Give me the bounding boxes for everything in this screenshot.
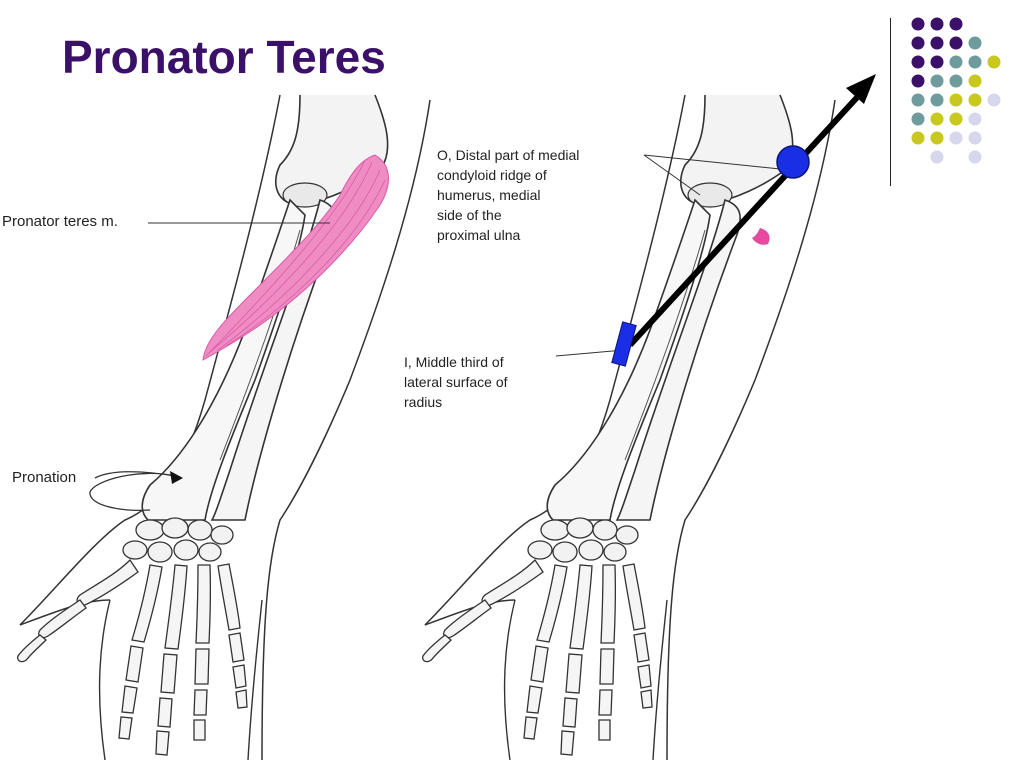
curved-arrow-icon (89, 471, 183, 511)
decorative-dot (987, 93, 1001, 107)
pronation-label: Pronation (12, 469, 77, 486)
decorative-dot (968, 74, 982, 88)
pronator-teres-muscle (202, 154, 389, 361)
decorative-dot (930, 17, 944, 31)
insertion-marker (611, 321, 637, 367)
slide-title: Pronator Teres (62, 31, 386, 83)
decorative-dot (968, 150, 982, 164)
decorative-dot (911, 17, 925, 31)
decorative-dot (987, 55, 1001, 69)
decorative-dot (930, 131, 944, 145)
decorative-dot (968, 131, 982, 145)
muscle-attachment-mark (752, 228, 770, 245)
decorative-dot (968, 36, 982, 50)
decorative-dot (911, 55, 925, 69)
decorative-dot (949, 55, 963, 69)
decorative-dot (930, 74, 944, 88)
decorative-dot (968, 112, 982, 126)
decorative-dot (949, 17, 963, 31)
decorative-dot (911, 131, 925, 145)
decorative-dot (930, 150, 944, 164)
origin-marker (776, 145, 810, 179)
decorative-dot (949, 131, 963, 145)
pronator-teres-label: Pronator teres m. (2, 213, 118, 230)
line-of-pull-arrow (627, 74, 876, 348)
decorative-dot (949, 93, 963, 107)
divider-line (890, 18, 891, 186)
origin-label: O, Distal part of medial condyloid ridge… (437, 147, 580, 243)
decorative-dot (930, 112, 944, 126)
decorative-dot (968, 55, 982, 69)
decorative-dot (949, 36, 963, 50)
decorative-dot (911, 36, 925, 50)
decorative-dot (930, 36, 944, 50)
decorative-dot (930, 55, 944, 69)
decorative-dot (930, 93, 944, 107)
insertion-label: I, Middle third of lateral surface of ra… (404, 354, 508, 410)
decorative-dot-grid (911, 17, 1001, 164)
decorative-dot (911, 112, 925, 126)
decorative-dot (949, 112, 963, 126)
decorative-dot (911, 93, 925, 107)
decorative-dot (911, 74, 925, 88)
decorative-dot (949, 74, 963, 88)
decorative-dot (968, 93, 982, 107)
